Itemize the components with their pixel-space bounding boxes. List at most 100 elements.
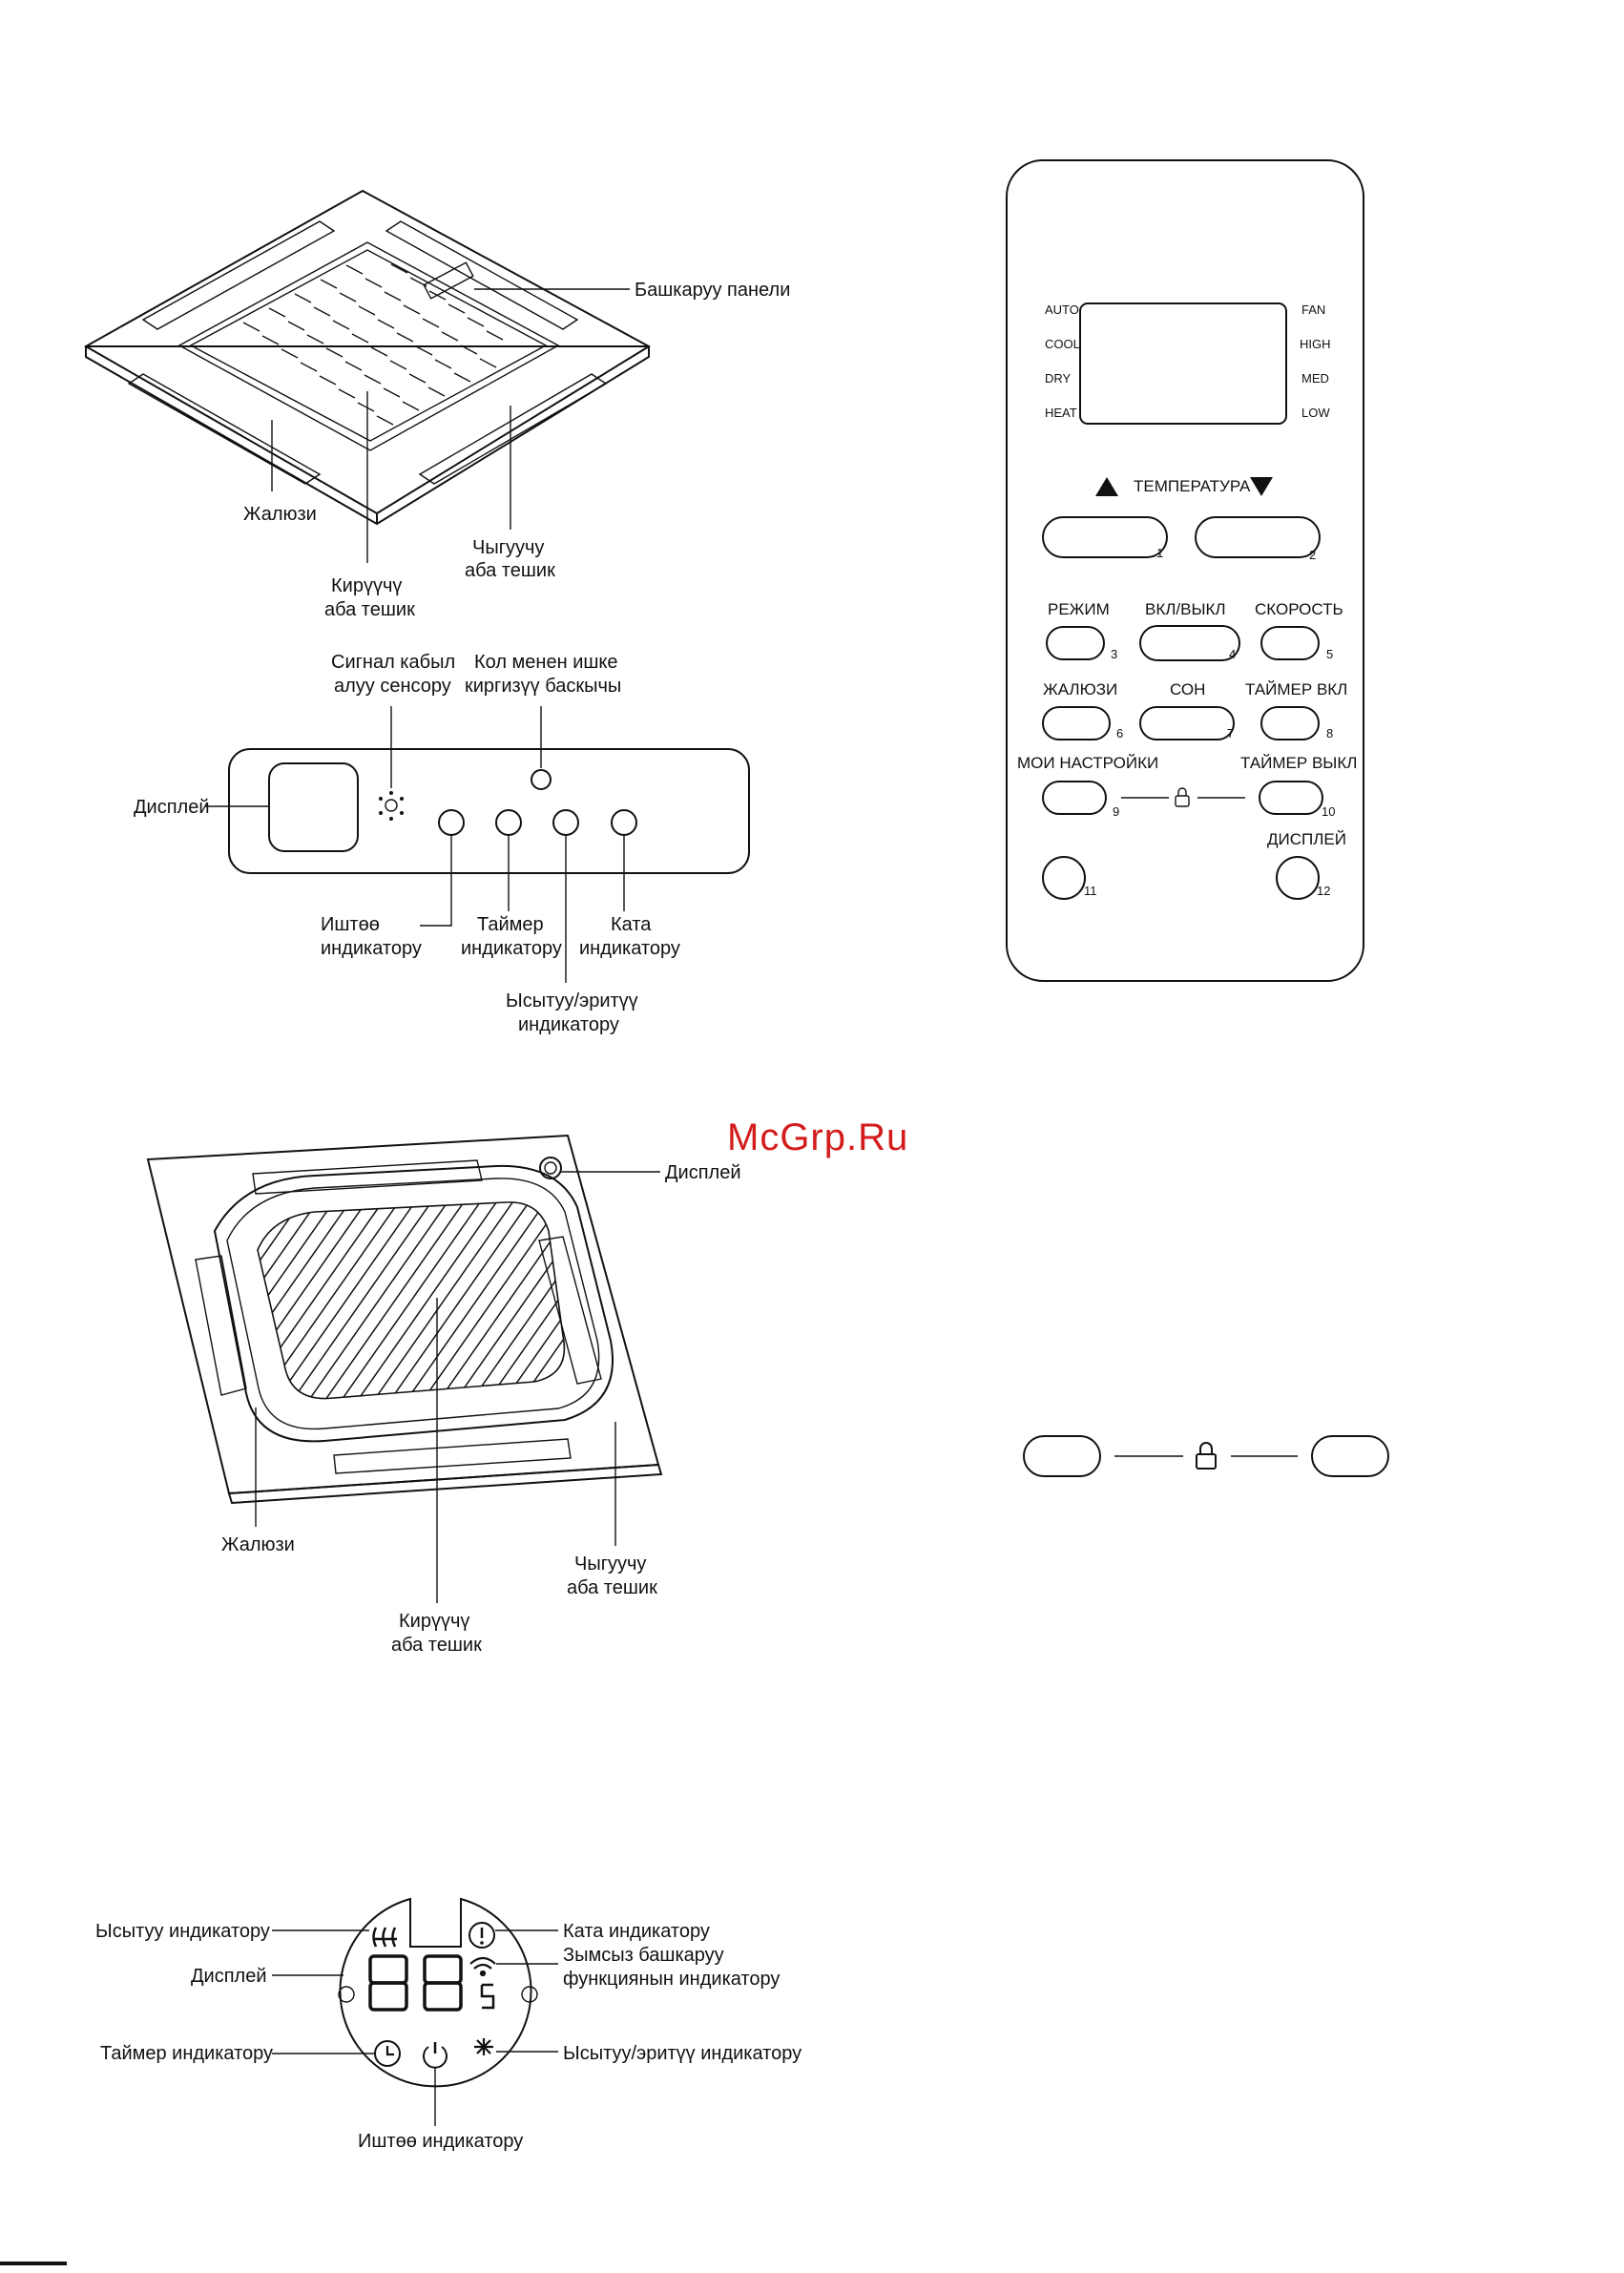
button-numbers: 1 2 3 4 5 6 7 8 9 10 11 12 <box>1084 546 1335 898</box>
label2-outlet-l2: аба тешик <box>567 1577 657 1598</box>
inlet-grille-slots <box>242 263 504 426</box>
watermark: McGrp.Ru <box>727 1116 908 1158</box>
num-8: 8 <box>1326 726 1333 740</box>
num-12: 12 <box>1317 884 1330 898</box>
my-settings-button[interactable] <box>1042 781 1107 815</box>
cassette-panel-top: Башкаруу панели Жалюзи Чыгуучу аба тешик… <box>83 189 790 620</box>
num-1: 1 <box>1156 546 1163 560</box>
num-9: 9 <box>1113 804 1119 819</box>
label-control-panel: Башкаруу панели <box>635 280 790 301</box>
speed-button[interactable] <box>1260 626 1320 660</box>
label-run-l2: индикатору <box>321 938 422 959</box>
defrost-indicator-icon <box>474 2038 493 2055</box>
display-window <box>268 762 359 852</box>
num-2: 2 <box>1309 548 1316 562</box>
label-display: Дисплей <box>134 797 210 818</box>
num-11: 11 <box>1084 884 1097 898</box>
button-12[interactable] <box>1276 856 1320 900</box>
mode-heat: HEAT <box>1045 406 1077 420</box>
label-sensor-l1: Сигнал кабыл <box>331 652 455 673</box>
mode-dry: DRY <box>1045 371 1072 386</box>
num-4: 4 <box>1229 647 1236 661</box>
remote-lcd <box>1079 302 1287 425</box>
label-defrost-round: Ысытуу/эритүү индикатору <box>563 2043 802 2064</box>
label-louver: Жалюзи <box>243 504 317 525</box>
label-timer-round: Таймер индикатору <box>100 2043 273 2064</box>
label-timer-on: ТАЙМЕР ВКЛ <box>1245 680 1347 699</box>
control-panel-block <box>423 261 474 300</box>
num-3: 3 <box>1111 647 1117 661</box>
label-defrost-l2: индикатору <box>518 1014 619 1035</box>
label-run-l1: Иштөө <box>321 914 380 935</box>
label-speed: СКОРОСТЬ <box>1255 600 1343 618</box>
label2-louver: Жалюзи <box>221 1534 295 1555</box>
fan-high: HIGH <box>1300 337 1331 351</box>
round-display: Ысытуу индикатору Дисплей Таймер индикат… <box>95 1897 802 2152</box>
lock-icon <box>1175 787 1190 807</box>
label-heat: Ысытуу индикатору <box>95 1921 270 1942</box>
label-timer-off: ТАЙМЕР ВЫКЛ <box>1240 754 1357 772</box>
num-5: 5 <box>1326 647 1333 661</box>
label2-inlet-l2: аба тешик <box>391 1635 482 1656</box>
num-7: 7 <box>1227 726 1234 740</box>
cassette-panel-bottom: Дисплей Жалюзи Чыгуучу аба тешик Кирүүчү… <box>146 1134 741 1656</box>
segment-display <box>368 1954 495 2012</box>
display-panel-strip: Сигнал кабыл алуу сенсору Кол менен ишке… <box>134 652 750 1035</box>
label-outlet-l1: Чыгуучу <box>472 537 544 558</box>
label-manual-l1: Кол менен ишке <box>474 652 618 673</box>
temp-down-arrow-icon <box>1250 477 1273 496</box>
timer-indicator <box>495 809 522 836</box>
label-outlet-l2: аба тешик <box>465 560 555 581</box>
temp-up-button[interactable] <box>1042 516 1168 558</box>
temp-up-arrow-icon <box>1095 477 1118 496</box>
sleep-button[interactable] <box>1139 706 1235 740</box>
heat-indicator-icon <box>372 1927 397 1948</box>
label-wifi-l1: Зымсыз башкаруу <box>563 1945 724 1966</box>
mode-cool: COOL <box>1045 337 1080 351</box>
num-10: 10 <box>1322 804 1335 819</box>
timer-off-button[interactable] <box>1259 781 1323 815</box>
remote-control: AUTO COOL DRY HEAT FAN HIGH MED LOW ТЕМП… <box>1006 159 1364 982</box>
label-inlet-l1: Кирүүчү <box>331 575 402 596</box>
label-display-remote: ДИСПЛЕЙ <box>1267 830 1346 848</box>
timer-on-button[interactable] <box>1260 706 1320 740</box>
fan-med: MED <box>1301 371 1329 386</box>
label-timer-l1: Таймер <box>477 914 544 935</box>
defrost-indicator <box>552 809 579 836</box>
error-indicator <box>611 809 637 836</box>
power-indicator-icon <box>423 2042 448 2069</box>
button-11[interactable] <box>1042 856 1086 900</box>
num-6: 6 <box>1116 726 1123 740</box>
manual-start-button <box>531 769 552 790</box>
label-error-l2: индикатору <box>579 938 680 959</box>
fan-low: LOW <box>1301 406 1330 420</box>
label-mode: РЕЖИМ <box>1048 600 1110 618</box>
label-timer-l2: индикатору <box>461 938 562 959</box>
label-louver-remote: ЖАЛЮЗИ <box>1043 680 1117 699</box>
error-indicator-icon <box>468 1922 495 1949</box>
display-dot <box>338 1986 355 2003</box>
lock-icon-large <box>1196 1442 1217 1470</box>
mode-auto: AUTO <box>1045 302 1079 317</box>
label-inlet-l2: аба тешик <box>324 599 415 620</box>
label-sleep: СОН <box>1170 680 1205 699</box>
lock-combo-diagram <box>1023 1435 1389 1477</box>
lock-right-button <box>1311 1435 1389 1477</box>
label2-display: Дисплей <box>665 1162 741 1183</box>
run-indicator <box>438 809 465 836</box>
label-error-l1: Ката <box>611 914 652 935</box>
label-sensor-l2: алуу сенсору <box>334 676 451 697</box>
label-error-round: Ката индикатору <box>563 1921 710 1942</box>
label-temperature: ТЕМПЕРАТУРА <box>1134 477 1251 495</box>
label2-outlet-l1: Чыгуучу <box>574 1554 646 1574</box>
signal-sensor-icon <box>379 791 404 821</box>
label-manual-l2: киргизүү баскычы <box>465 676 621 697</box>
louver-button[interactable] <box>1042 706 1111 740</box>
label-defrost-l1: Ысытуу/эритүү <box>506 991 638 1011</box>
mode-button[interactable] <box>1046 626 1105 660</box>
temp-down-button[interactable] <box>1195 516 1321 558</box>
onoff-button[interactable] <box>1139 625 1240 661</box>
footer-rule <box>0 2262 67 2265</box>
wifi-indicator-icon <box>469 1956 496 1977</box>
